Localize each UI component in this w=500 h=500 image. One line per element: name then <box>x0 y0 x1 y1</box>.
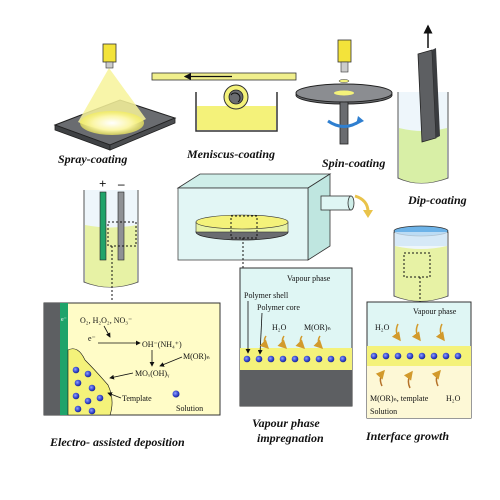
caption-interface: Interface growth <box>365 429 449 443</box>
vapour-impregnation-illustration: Vapour phase Polymer shell Polymer core … <box>176 173 373 445</box>
meniscus-trough <box>195 92 278 132</box>
electro-substrate <box>44 303 60 415</box>
meniscus-coating-illustration: Meniscus-coating <box>151 72 297 161</box>
electro-electron: e⁻ <box>88 334 96 343</box>
interface-template-spheres <box>370 352 462 360</box>
electro-precursor: M(OR)ₙ <box>183 352 210 361</box>
electro-template-spheres <box>72 366 104 415</box>
vapour-diffusion-arrows <box>259 335 324 350</box>
caption-spray: Spray-coating <box>58 152 127 166</box>
dip-coating-illustration: Dip-coating <box>397 24 467 207</box>
vapour-inlet-pipe <box>320 195 352 211</box>
electro-liquid <box>85 225 137 287</box>
electrode-electron-label: e⁻ <box>61 317 67 323</box>
caption-vapour-line1: Vapour phase <box>252 416 320 430</box>
interface-solution-label: Solution <box>370 407 397 416</box>
vapour-polymer-spheres <box>243 355 347 363</box>
vapour-zoom-box <box>230 215 258 239</box>
electrode-plus <box>99 191 107 261</box>
caption-dip: Dip-coating <box>407 193 467 207</box>
vapour-substrate <box>240 370 352 406</box>
spin-shaft <box>339 101 349 145</box>
spray-deposit <box>80 111 144 135</box>
caption-spin: Spin-coating <box>322 156 385 170</box>
electro-zoom-box <box>107 221 137 247</box>
caption-vapour-line2: impregnation <box>257 431 324 445</box>
dip-liquid <box>399 128 447 183</box>
spin-coating-illustration: Spin-coating <box>295 39 393 170</box>
interface-bottom-arrows <box>375 369 441 389</box>
interface-water-top: H₂O <box>375 323 390 332</box>
interface-phase-label: Vapour phase <box>413 307 457 316</box>
interface-liquid <box>395 246 447 301</box>
interface-water-bottom: H₂O <box>446 394 461 403</box>
vapour-shell-label: Polymer shell <box>244 291 289 300</box>
electro-free-template-sphere <box>172 390 180 398</box>
caption-meniscus: Meniscus-coating <box>186 147 275 161</box>
minus-sign: – <box>117 176 125 191</box>
vapour-flow-arrow <box>354 194 370 213</box>
electrode-minus <box>117 191 125 261</box>
electro-deposition-illustration: + – e⁻ O₂, H₂O₂, NO₃⁻ e⁻ OH⁻(NH₄⁺) M(OR)… <box>43 176 221 449</box>
interface-precursor-label: M(OR)ₙ, template <box>370 394 429 403</box>
interface-zoom-box <box>403 252 431 278</box>
vapour-phase-label: Vapour phase <box>287 274 331 283</box>
electro-solution: Solution <box>176 404 203 413</box>
spin-dispenser <box>337 39 352 63</box>
spray-coating-illustration: Spray-coating <box>53 43 177 166</box>
electro-product: MOₓ(OH)ᵧ <box>135 369 170 378</box>
vapour-core-label: Polymer core <box>257 303 300 312</box>
vapour-precursor-label: M(OR)ₙ <box>304 323 331 332</box>
spray-nozzle <box>102 43 117 63</box>
electro-conductive-layer <box>60 303 68 415</box>
meniscus-liquid <box>197 106 276 130</box>
interface-growth-illustration: Vapour phase H₂O M(OR)ₙ, template H₂O So… <box>365 225 472 443</box>
electro-hydroxide: OH⁻(NH₄⁺) <box>142 340 182 349</box>
electro-template: Template <box>122 394 152 403</box>
interface-top-arrows <box>391 323 445 342</box>
caption-electro: Electro- assisted deposition <box>49 435 185 449</box>
vapour-water-label: H₂O <box>272 323 287 332</box>
plus-sign: + <box>99 176 106 191</box>
electro-reagents: O₂, H₂O₂, NO₃⁻ <box>80 316 132 325</box>
spin-deposit <box>334 90 354 96</box>
